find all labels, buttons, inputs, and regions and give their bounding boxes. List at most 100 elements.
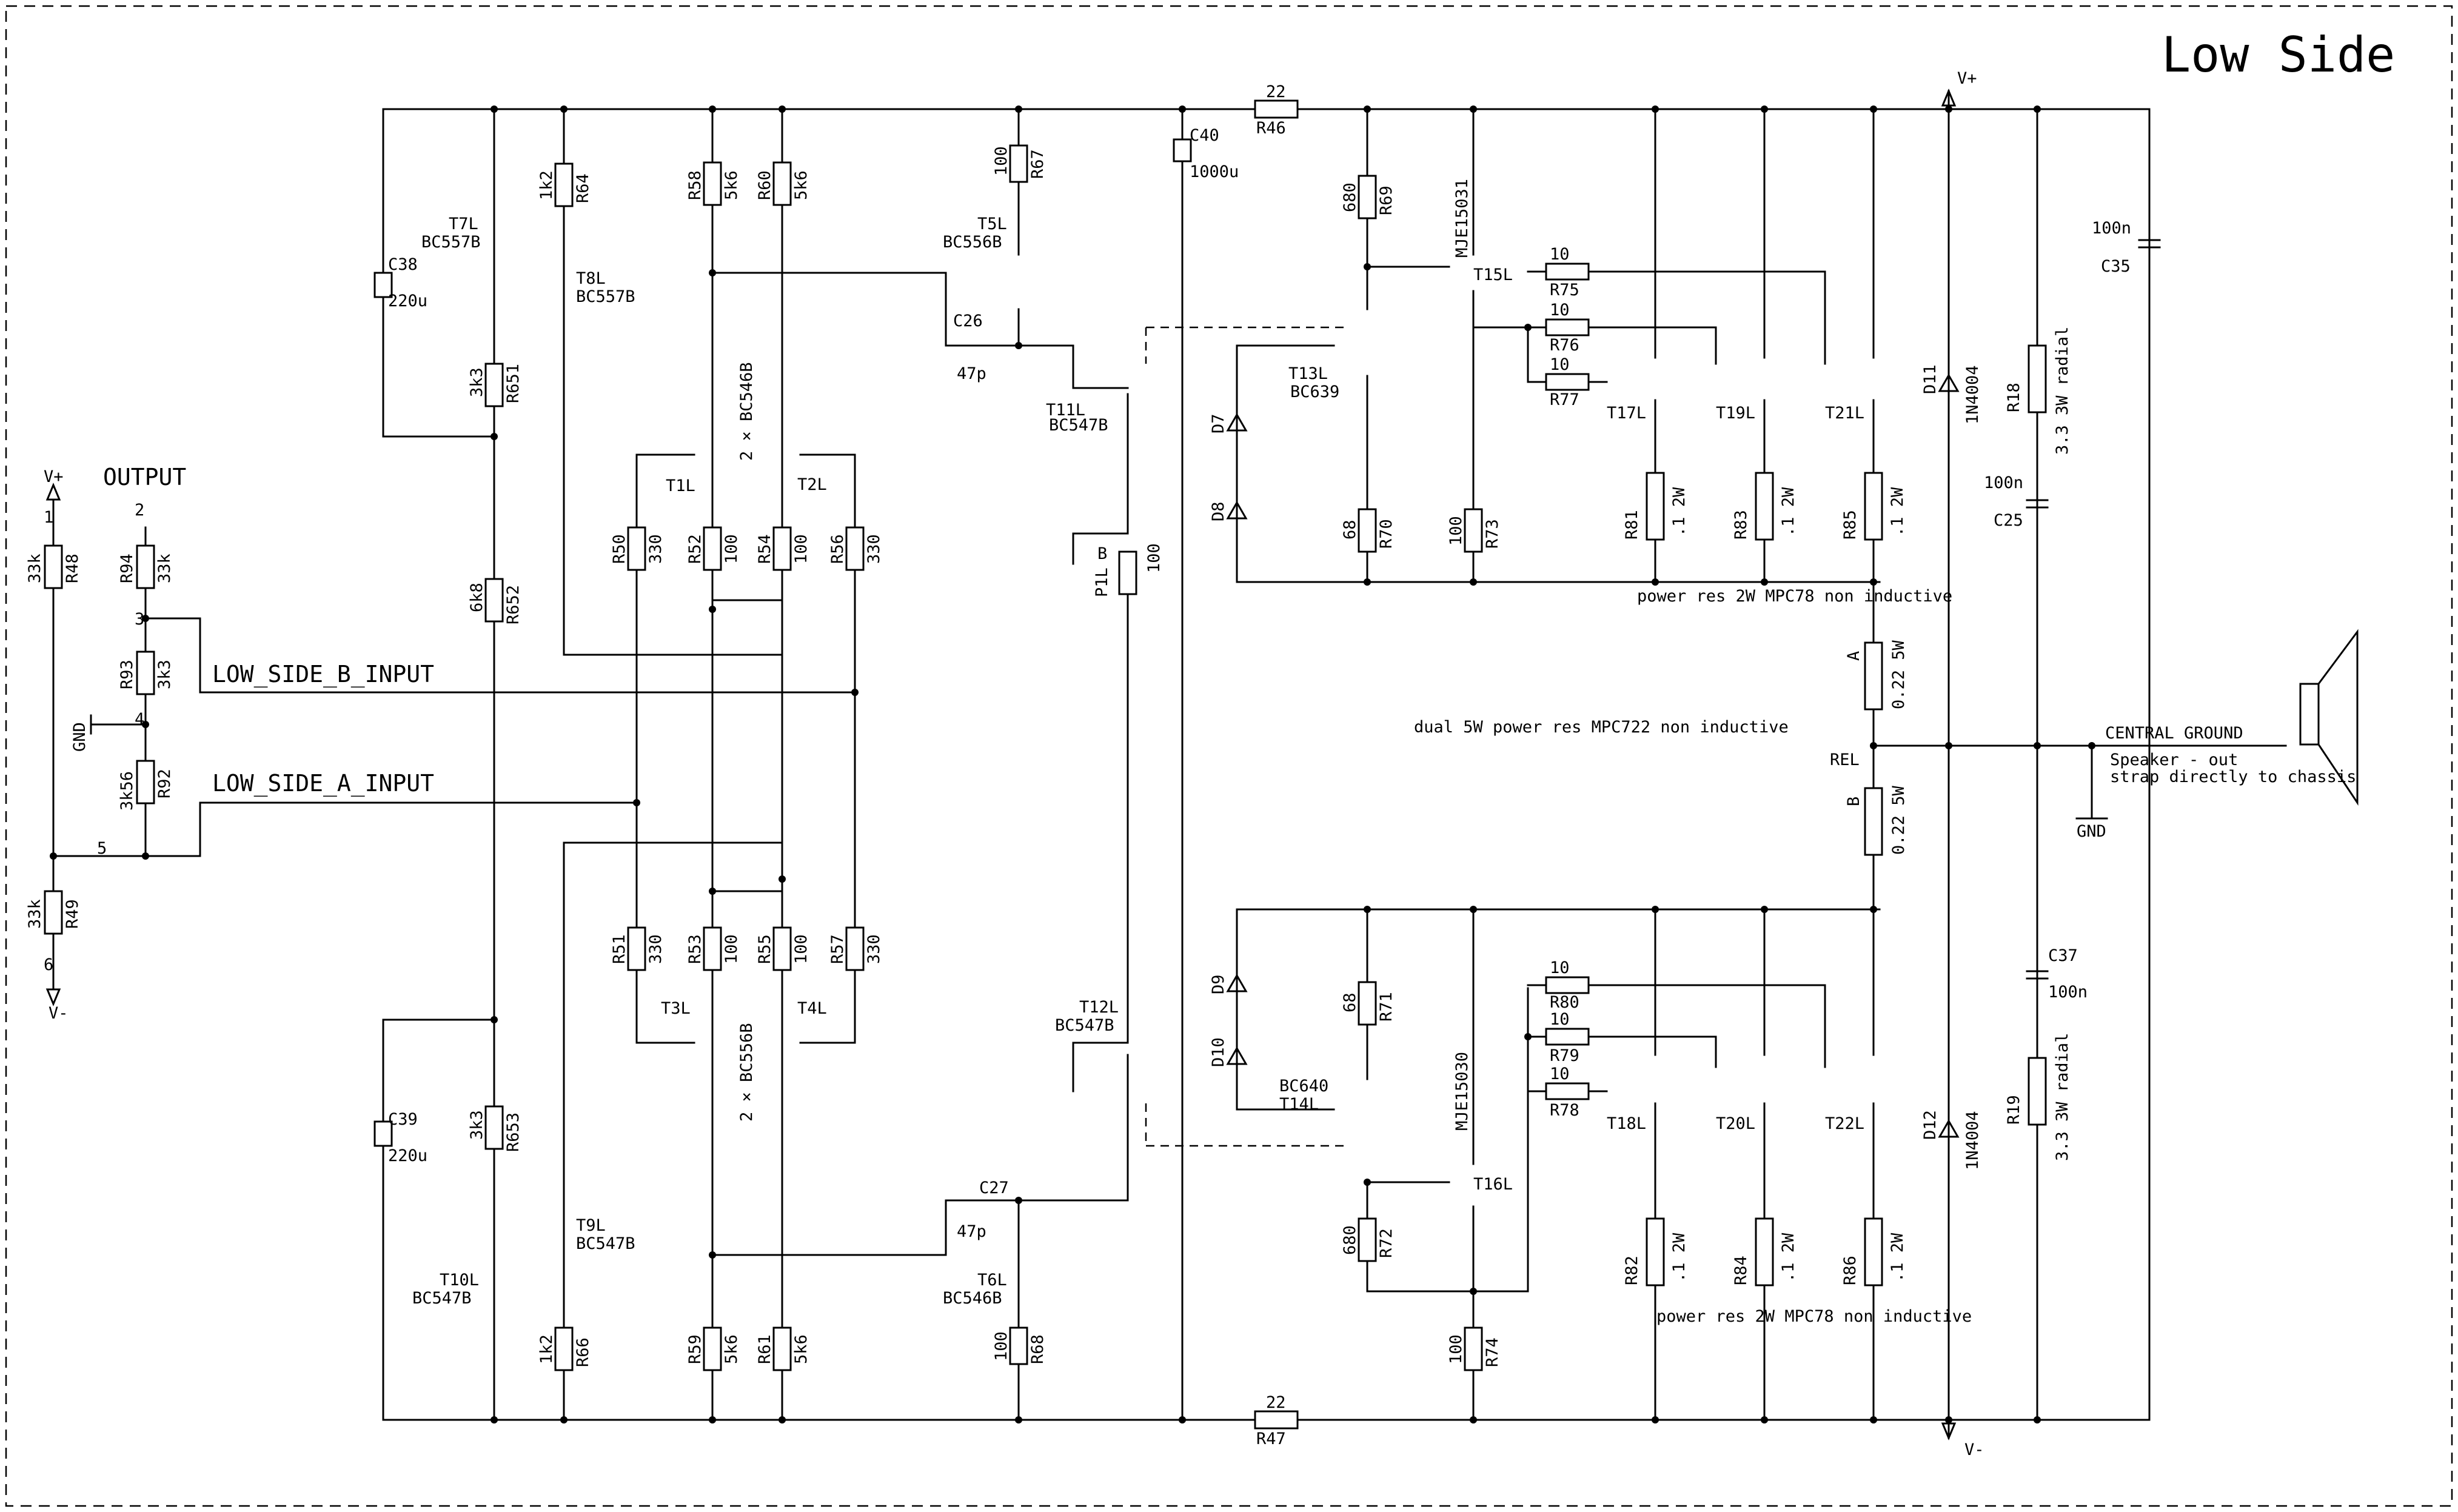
r93-value: 3k3 bbox=[155, 660, 174, 689]
c25-value: 100n bbox=[1984, 473, 2023, 492]
r74-value: 100 bbox=[1447, 1334, 1465, 1364]
r19-ref: R19 bbox=[2004, 1095, 2023, 1125]
resistor-r71 bbox=[1358, 981, 1377, 1026]
resistor-r80 bbox=[1545, 976, 1590, 994]
r59-value: 5k6 bbox=[722, 1334, 741, 1364]
r79-ref: R79 bbox=[1550, 1046, 1579, 1065]
r18-ref: R18 bbox=[2004, 383, 2023, 412]
t14l-ref: T14L bbox=[1279, 1095, 1319, 1114]
r64-ref: R64 bbox=[574, 173, 592, 203]
r73-value: 100 bbox=[1447, 516, 1465, 546]
r69-ref: R69 bbox=[1377, 186, 1396, 215]
res-b-ref: B bbox=[1844, 797, 1863, 806]
resistor-r93 bbox=[136, 651, 155, 695]
resistor-r83 bbox=[1755, 472, 1774, 541]
r54-ref: R54 bbox=[755, 534, 774, 564]
t15l-type: MJE15031 bbox=[1453, 179, 1472, 258]
resistor-r46 bbox=[1254, 99, 1299, 119]
t10l-type: BC547B bbox=[412, 1289, 472, 1308]
resistor-r70 bbox=[1358, 508, 1377, 553]
r77-ref: R77 bbox=[1550, 390, 1579, 409]
resistor-a bbox=[1864, 641, 1883, 711]
power-res-note-bottom: power res 2W MPC78 non inductive bbox=[1656, 1307, 1972, 1326]
diode-d8-icon bbox=[1226, 500, 1248, 520]
pin-5: 5 bbox=[97, 839, 107, 858]
r58-ref: R58 bbox=[686, 170, 705, 200]
r50-ref: R50 bbox=[610, 534, 629, 564]
r55-ref: R55 bbox=[755, 934, 774, 964]
power-res-note-top: power res 2W MPC78 non inductive bbox=[1637, 587, 1952, 606]
r72-ref: R72 bbox=[1377, 1228, 1396, 1258]
resistor-r653 bbox=[484, 1105, 504, 1150]
left-vminus-label: V- bbox=[49, 1004, 69, 1023]
r83-ref: R83 bbox=[1732, 510, 1750, 540]
resistor-r75 bbox=[1545, 263, 1590, 281]
r86-ref: R86 bbox=[1841, 1256, 1860, 1285]
c26-ref: C26 bbox=[953, 312, 983, 330]
pin-2: 2 bbox=[135, 501, 144, 520]
c35-value: 100n bbox=[2092, 219, 2131, 238]
title: Low Side bbox=[2162, 27, 2395, 83]
capacitor-c40 bbox=[1173, 138, 1192, 162]
t15l-ref: T15L bbox=[1473, 266, 1513, 284]
r71-value: 68 bbox=[1341, 992, 1359, 1012]
d7-ref: D7 bbox=[1209, 413, 1228, 433]
page-frame bbox=[5, 5, 2453, 1507]
c39-ref: C39 bbox=[388, 1110, 418, 1129]
r61-ref: R61 bbox=[755, 1334, 774, 1364]
diode-d11-icon bbox=[1938, 373, 1960, 392]
r93-ref: R93 bbox=[118, 660, 136, 689]
d9-ref: D9 bbox=[1209, 974, 1228, 994]
t4l-ref: T4L bbox=[797, 999, 827, 1018]
r50-value: 330 bbox=[646, 534, 665, 564]
t5l-type: BC556B bbox=[943, 233, 1002, 252]
t6l-type: BC546B bbox=[943, 1289, 1002, 1308]
c40-value: 1000u bbox=[1190, 162, 1239, 181]
c27-ref: C27 bbox=[979, 1179, 1009, 1197]
t13l-ref: T13L bbox=[1288, 364, 1328, 383]
output-stage bbox=[1652, 105, 2151, 1423]
t16l-ref: T16L bbox=[1473, 1175, 1513, 1194]
r74-ref: R74 bbox=[1483, 1337, 1502, 1367]
positive-rail bbox=[382, 108, 2151, 1421]
resistor-r77 bbox=[1545, 373, 1590, 391]
low-side-a-input-label: LOW_SIDE_A_INPUT bbox=[212, 770, 434, 797]
p1l-ref: P1L bbox=[1093, 567, 1111, 597]
r73-ref: R73 bbox=[1483, 519, 1502, 549]
res-a-value: 0.22 5W bbox=[1889, 640, 1908, 709]
r92-ref: R92 bbox=[155, 769, 174, 798]
r81-value: .1 2W bbox=[1670, 487, 1689, 537]
c39-value: 220u bbox=[388, 1146, 427, 1165]
resistor-r56 bbox=[845, 526, 865, 571]
r70-ref: R70 bbox=[1377, 519, 1396, 549]
resistor-r81 bbox=[1646, 472, 1665, 541]
resistor-r61 bbox=[772, 1326, 792, 1371]
r67-value: 100 bbox=[992, 146, 1011, 176]
resistor-r86 bbox=[1864, 1217, 1883, 1286]
d8-ref: D8 bbox=[1209, 501, 1228, 521]
r80-ref: R80 bbox=[1550, 993, 1579, 1012]
pin-1: 1 bbox=[44, 508, 53, 527]
left-vminus-icon bbox=[45, 988, 61, 1006]
left-vplus-icon bbox=[45, 483, 61, 501]
t12l-type: BC547B bbox=[1055, 1016, 1114, 1035]
c37-value: 100n bbox=[2048, 983, 2088, 1002]
t3l-ref: T3L bbox=[661, 999, 691, 1018]
r653-value: 3k3 bbox=[467, 1110, 486, 1140]
diode-d7-icon bbox=[1226, 412, 1248, 432]
t22l-ref: T22L bbox=[1825, 1114, 1864, 1133]
resistor-r50 bbox=[627, 526, 646, 571]
r57-value: 330 bbox=[865, 934, 883, 964]
res-b-value: 0.22 5W bbox=[1889, 785, 1908, 855]
resistor-r85 bbox=[1864, 472, 1883, 541]
resistor-r82 bbox=[1646, 1217, 1665, 1286]
r57-ref: R57 bbox=[828, 934, 847, 964]
r61-value: 5k6 bbox=[792, 1334, 811, 1364]
r19-value: 3.3 3W radial bbox=[2053, 1033, 2072, 1161]
t9l-type: BC547B bbox=[576, 1234, 635, 1253]
capacitor-c39 bbox=[373, 1120, 393, 1147]
c38-ref: C38 bbox=[388, 255, 418, 274]
t13l-type: BC639 bbox=[1290, 383, 1339, 401]
r55-value: 100 bbox=[792, 934, 811, 964]
resistor-r53 bbox=[703, 926, 722, 971]
